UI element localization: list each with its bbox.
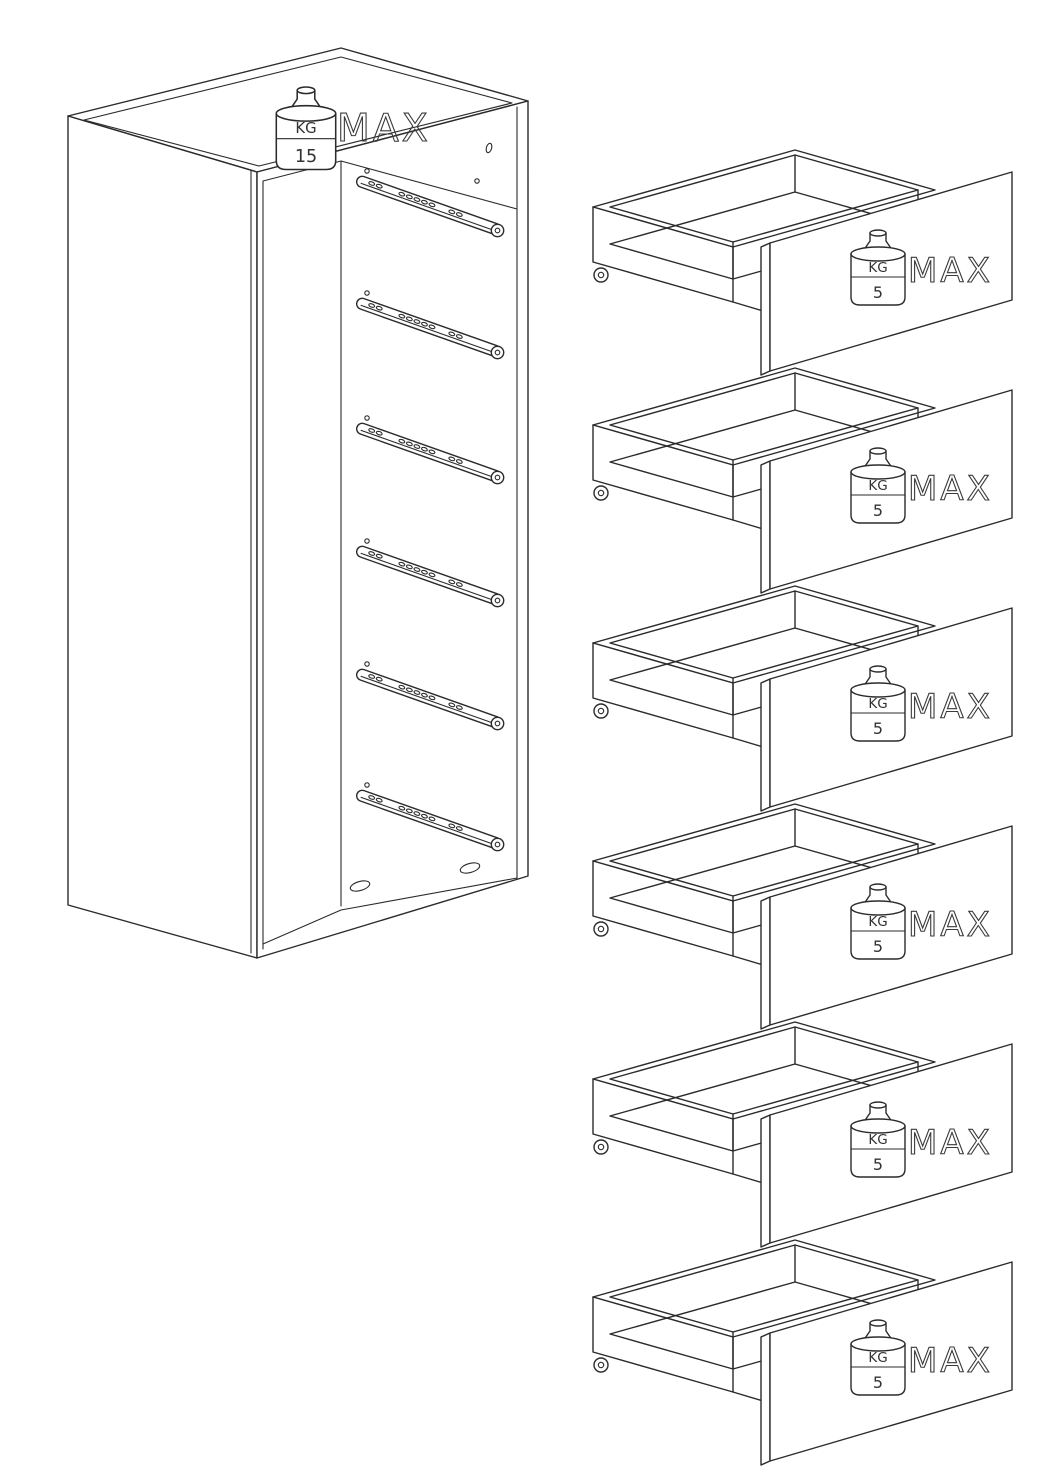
weight-icon: KG 5 (850, 1101, 906, 1178)
kg-value-label: 15 (295, 147, 317, 167)
kg-value-label: 5 (873, 937, 883, 956)
drawer-2: KG 5 MAX (592, 367, 1013, 594)
drawer-5: KG 5 MAX (592, 1021, 1013, 1248)
max-label: MAX (908, 687, 993, 727)
drawer-6: KG 5 MAX (592, 1239, 1013, 1466)
kg-unit-label: KG (868, 914, 887, 930)
weight-icon: KG 5 (850, 1319, 906, 1396)
weight-icon: KG 5 (850, 447, 906, 524)
max-label: MAX (908, 1341, 993, 1381)
wall-hole (485, 142, 493, 154)
floor-fitting-hole (349, 880, 371, 892)
max-label: MAX (908, 905, 993, 945)
weight-icon: KG 5 (850, 883, 906, 960)
kg-value-label: 5 (873, 1155, 883, 1174)
weight-icon: KG 15 (275, 86, 337, 171)
max-label: MAX (908, 1123, 993, 1163)
drawer-1: KG 5 MAX (592, 149, 1013, 376)
cabinet-left-side (67, 115, 258, 959)
kg-unit-label: KG (868, 1132, 887, 1148)
kg-unit-label: KG (295, 119, 316, 137)
max-label: MAX (908, 469, 993, 509)
floor-fitting-hole (459, 862, 481, 874)
cabinet-opening (256, 100, 529, 959)
weight-icon: KG 5 (850, 229, 906, 306)
drawer-4: KG 5 MAX (592, 803, 1013, 1030)
kg-value-label: 5 (873, 719, 883, 738)
kg-unit-label: KG (868, 260, 887, 276)
kg-value-label: 5 (873, 1373, 883, 1392)
wall-hole (474, 178, 480, 184)
kg-unit-label: KG (868, 1350, 887, 1366)
kg-unit-label: KG (868, 478, 887, 494)
drawer-3: KG 5 MAX (592, 585, 1013, 812)
kg-unit-label: KG (868, 696, 887, 712)
max-label: MAX (908, 251, 993, 291)
weight-icon: KG 5 (850, 665, 906, 742)
cabinet-frame: KG 15 MAX (67, 47, 529, 959)
kg-value-label: 5 (873, 501, 883, 520)
max-label: MAX (337, 106, 431, 150)
kg-value-label: 5 (873, 283, 883, 302)
